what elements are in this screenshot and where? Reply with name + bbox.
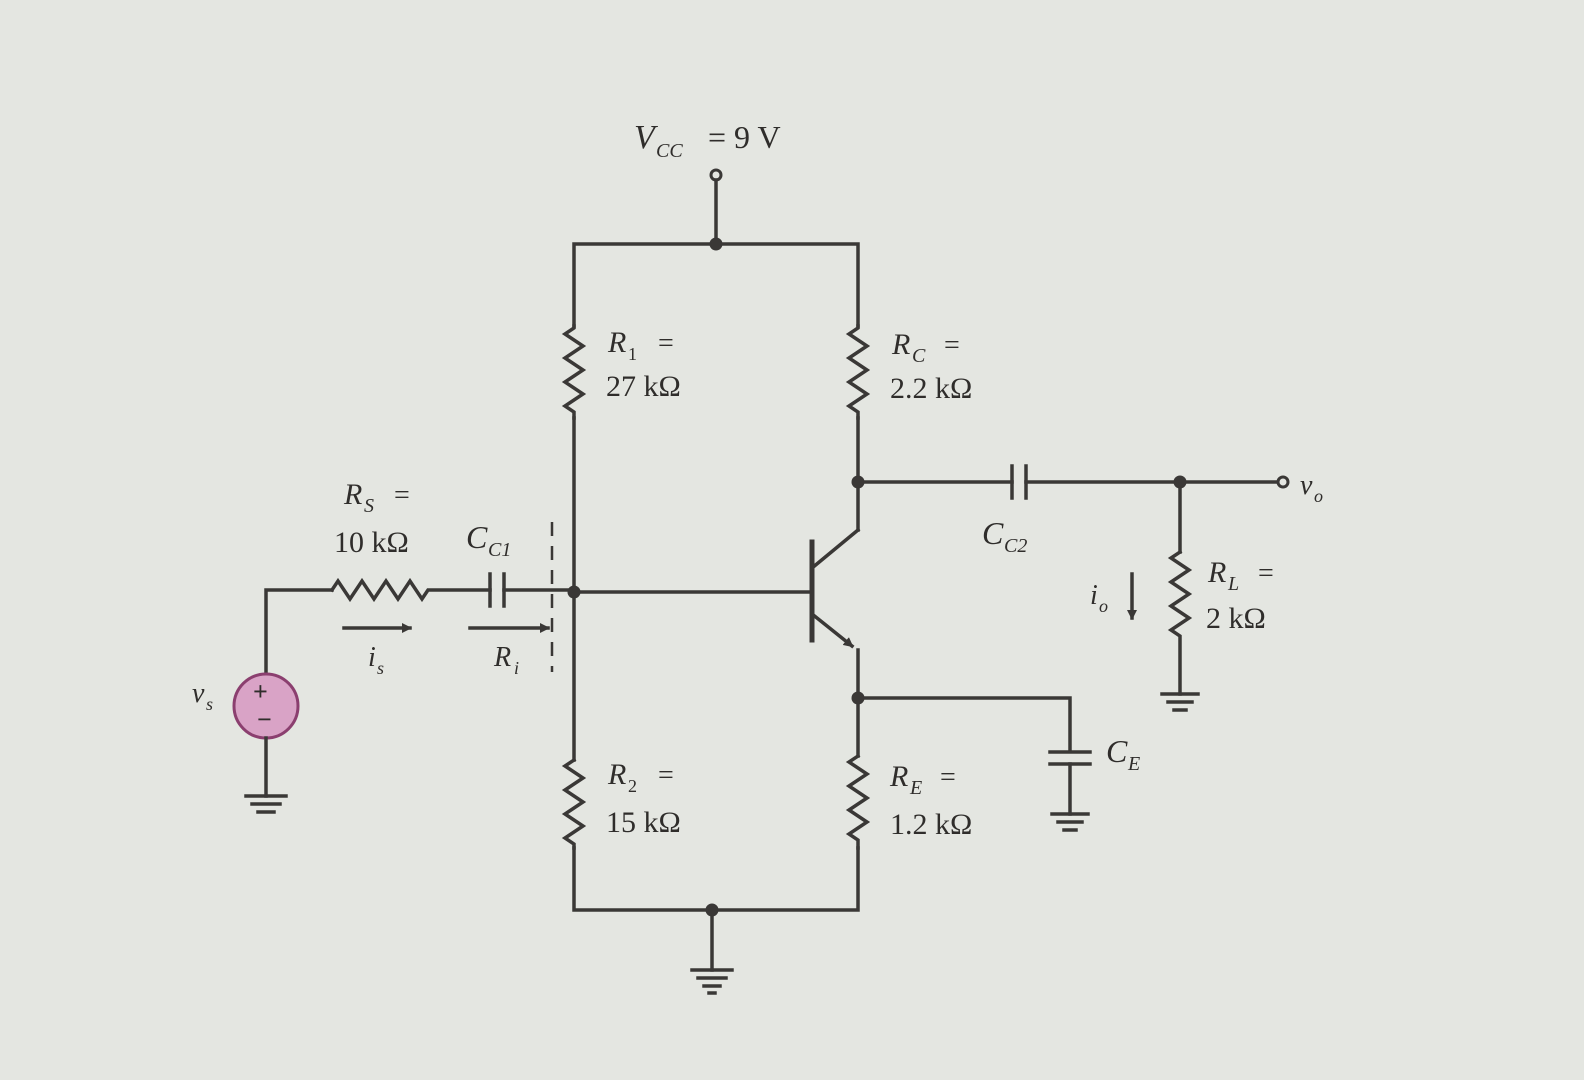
cc2-subscript: C2 (1004, 535, 1027, 557)
rs-resistor (329, 577, 492, 603)
is-symbol: i (368, 642, 376, 673)
vcc-subscript: CC (656, 140, 683, 162)
rl-subscript: L (1227, 573, 1239, 595)
re-subscript: E (909, 777, 922, 799)
rl-symbol: R (1207, 556, 1226, 589)
rs-subscript: S (364, 495, 374, 517)
output-terminal (1276, 475, 1290, 489)
rc-resistor (845, 324, 871, 420)
r1-equals: = (658, 328, 674, 359)
cc2-symbol: C (982, 515, 1004, 551)
io-subscript: o (1099, 596, 1108, 616)
ce-lead (856, 696, 1072, 752)
vo-subscript: o (1314, 486, 1323, 506)
rs-symbol: R (343, 478, 362, 511)
rc-subscript: C (912, 345, 926, 367)
top-rail (572, 242, 860, 328)
re-resistor (845, 753, 871, 850)
r2-value: 15 kΩ (606, 806, 681, 839)
cc1-symbol: C (466, 519, 488, 555)
ri-symbol: R (493, 642, 511, 673)
r1-subscript: 1 (628, 344, 637, 364)
r2-resistor (561, 757, 587, 850)
re-equals: = (940, 762, 956, 793)
bottom-rail (572, 846, 860, 912)
cc1-subscript: C1 (488, 539, 511, 561)
rc-equals: = (944, 330, 960, 361)
is-subscript: s (377, 658, 384, 678)
main-ground-icon (690, 968, 734, 995)
vo-symbol: v (1300, 470, 1313, 501)
r2-equals: = (658, 760, 674, 791)
r1-resistor (561, 324, 587, 420)
rc-symbol: R (891, 328, 910, 361)
source-plus-sign: + (253, 677, 268, 706)
ri-subscript: i (514, 658, 519, 678)
ce-capacitor (1048, 750, 1092, 766)
base-node (567, 585, 581, 599)
vs-symbol: v (192, 678, 205, 709)
cc1-capacitor (488, 572, 506, 608)
rc-value: 2.2 kΩ (890, 372, 972, 405)
rl-value: 2 kΩ (1206, 602, 1266, 635)
re-symbol: R (889, 760, 908, 793)
rl-resistor (1167, 549, 1193, 696)
r1-value: 27 kΩ (606, 370, 681, 403)
top-node (709, 237, 723, 251)
rl-ground-icon (1160, 692, 1200, 712)
r1-symbol: R (607, 326, 626, 359)
cc2-capacitor (1010, 464, 1028, 500)
ce-subscript: E (1127, 753, 1140, 775)
r2-subscript: 2 (628, 776, 637, 796)
rs-value: 10 kΩ (334, 526, 409, 559)
rl-equals: = (1258, 558, 1274, 589)
rs-equals: = (394, 480, 410, 511)
ce-ground-icon (1050, 812, 1090, 832)
source-minus-sign: − (257, 705, 272, 734)
vs-subscript: s (206, 694, 213, 714)
npn-transistor (809, 480, 861, 700)
source-ground-icon (244, 794, 288, 814)
io-symbol: i (1090, 580, 1098, 611)
source-lead (264, 588, 334, 688)
ce-symbol: C (1106, 733, 1128, 769)
re-value: 1.2 kΩ (890, 808, 972, 841)
vcc-value: = 9 V (708, 119, 781, 155)
r2-symbol: R (607, 758, 626, 791)
